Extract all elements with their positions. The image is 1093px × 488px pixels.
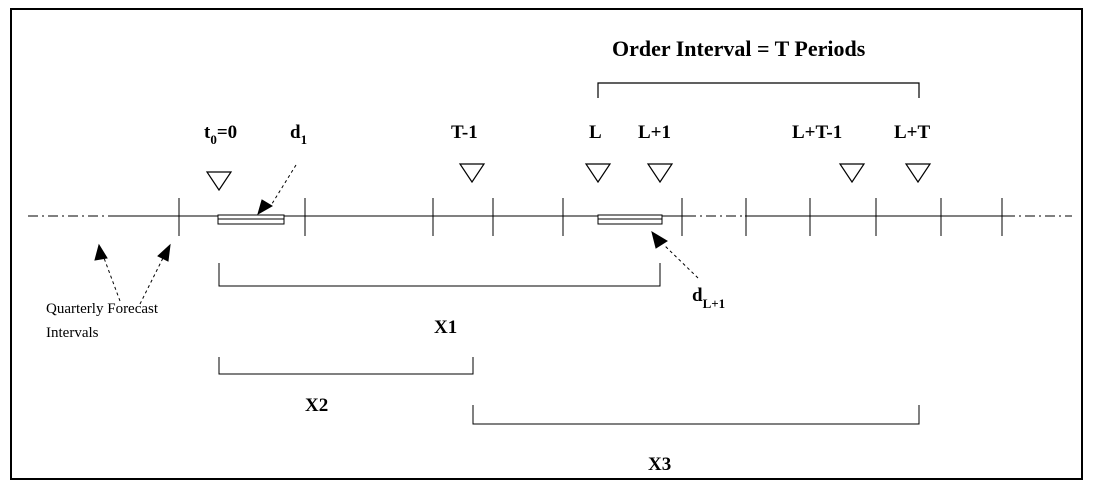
- forecast-label-line1: Quarterly Forecast: [46, 301, 159, 317]
- demand-boxes: [217, 214, 663, 225]
- d1-arrow: [257, 199, 273, 216]
- label-l-plus-1: L+1: [638, 122, 671, 143]
- label-t-minus-1: T-1: [451, 122, 478, 143]
- interval-label-x2: X2: [305, 395, 328, 416]
- label-l-plus-t: L+T: [894, 122, 930, 143]
- arrows: [94, 164, 699, 305]
- interval-brackets: [218, 263, 920, 425]
- triangle-t0: [205, 171, 233, 192]
- bracket-x2: [218, 357, 474, 375]
- diagram-title: Order Interval = T Periods: [612, 36, 866, 61]
- forecast-arrow-right: [157, 243, 171, 262]
- period-markers: [205, 163, 932, 192]
- bracket-x3: [472, 405, 920, 425]
- label-l-plus-t-minus-1: L+T-1: [792, 122, 842, 143]
- triangle-t-minus-1: [458, 163, 486, 184]
- axis-ticks: [178, 198, 1003, 236]
- bracket-x1: [218, 263, 661, 287]
- forecast-label-line2: Intervals: [46, 325, 99, 341]
- triangle-l-plus-t-minus-1: [838, 163, 866, 184]
- label-l: L: [589, 122, 602, 143]
- label-d-l-plus-1: dL+1: [692, 285, 725, 311]
- label-d1: d1: [290, 122, 307, 147]
- diagram-frame: [10, 8, 1083, 480]
- order-interval-bracket: [597, 82, 920, 98]
- interval-label-x3: X3: [648, 454, 671, 475]
- triangle-l: [584, 163, 612, 184]
- d-l-plus-1-arrow: [651, 230, 668, 249]
- triangle-l-plus-t: [904, 163, 932, 184]
- label-t0: t0=0: [204, 122, 237, 147]
- forecast-arrow-left: [94, 243, 108, 261]
- interval-label-x1: X1: [434, 317, 457, 338]
- triangle-l-plus-1: [646, 163, 674, 184]
